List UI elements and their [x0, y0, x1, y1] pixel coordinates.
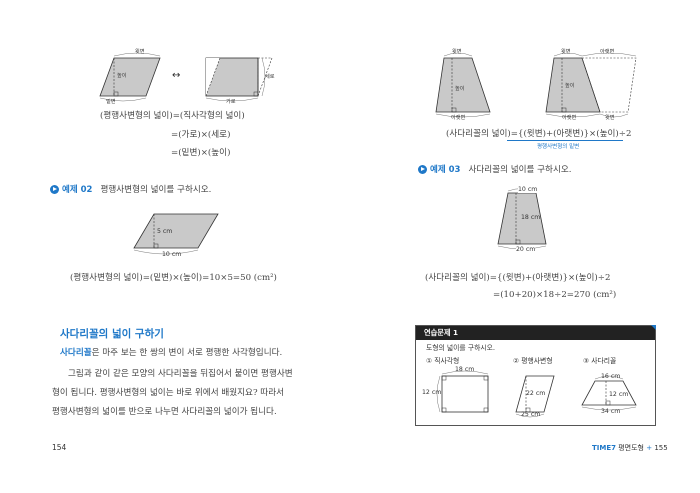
play-bullet-icon: [418, 164, 427, 174]
practice-item-1: ① 직사각형: [426, 357, 460, 365]
practice-para-base: 25 cm: [521, 411, 541, 418]
parallelogram-bottom-label: 밑변: [106, 99, 116, 105]
trapezoid-area-formula: (사다리꼴의 넓이)={(윗변)+(아랫변)}×(높이)÷2: [446, 129, 632, 139]
trapezoid2-top2-label: 아랫변: [600, 49, 615, 55]
example-03-label: 예제 03: [430, 165, 461, 175]
section-paragraph-line-4: 평행사변형의 넓이를 반으로 나누면 사다리꼴의 넓이가 됩니다.: [52, 407, 277, 417]
page-number-left: 154: [52, 443, 67, 452]
example-03-bottom-label: 20 cm: [516, 246, 536, 253]
equation-line-3: =(밑변)×(높이): [171, 148, 231, 158]
practice-item-2: ② 평행사변형: [513, 357, 553, 365]
example-03: 예제 03 사다리꼴의 넓이를 구하시오.: [418, 163, 572, 175]
parallelogram-to-rectangle-figure: [99, 52, 273, 102]
practice-figures: [436, 370, 637, 418]
example-03-height-label: 18 cm: [521, 214, 541, 221]
example-03-top-label: 10 cm: [518, 186, 538, 193]
double-arrow-icon: ↔: [172, 70, 181, 81]
example-02-text: 평행사변형의 넓이를 구하시오.: [100, 185, 212, 195]
example-03-text: 사다리꼴의 넓이를 구하시오.: [468, 165, 572, 175]
page-footer-right: TIME7 평면도형 + 155: [592, 443, 668, 453]
section-paragraph-line-1: 사다리꼴은 마주 보는 한 쌍의 변이 서로 평행한 사각형입니다.: [60, 348, 283, 358]
section-paragraph-line-2: 그림과 같이 같은 모양의 사다리꼴을 뒤집어서 붙이면 평행사변: [68, 369, 293, 379]
parallelogram-height-label: 높이: [117, 72, 127, 79]
trapezoid1-top-label: 윗변: [452, 49, 462, 55]
practice-rect-width: 18 cm: [455, 366, 475, 373]
practice-corner-mark: [651, 325, 656, 330]
equation-line-1: (평행사변형의 넓이)=(직사각형의 넓이): [100, 111, 245, 121]
section-heading: 사다리꼴의 넓이 구하기: [60, 328, 164, 340]
practice-title: 연습문제 1: [416, 326, 655, 340]
term-trapezoid: 사다리꼴: [60, 348, 92, 358]
page-number-right: 155: [654, 444, 668, 452]
formula-note: 평행사변형의 밑변: [537, 144, 580, 150]
trapezoid2-bottom2-label: 윗변: [605, 115, 615, 121]
practice-prompt: 도형의 넓이를 구하시오.: [426, 344, 496, 352]
trapezoid2-bottom-label: 아랫변: [562, 115, 577, 121]
practice-rect-height: 12 cm: [422, 389, 442, 396]
example-02-base-label: 10 cm: [162, 251, 182, 258]
trapezoid2-top-label: 윗변: [561, 49, 571, 55]
example-02: 예제 02 평행사변형의 넓이를 구하시오.: [50, 183, 211, 195]
trapezoid1-height-label: 높이: [455, 85, 465, 92]
example-02-label: 예제 02: [62, 185, 93, 195]
section-paragraph-line-3: 형이 됩니다. 평행사변형의 넓이는 바로 위에서 배웠지요? 따라서: [52, 388, 285, 398]
rectangle-bottom-label: 가로: [226, 99, 236, 105]
practice-trap-height: 12 cm: [609, 391, 629, 398]
practice-trap-top: 16 cm: [601, 373, 621, 380]
practice-para-height: 22 cm: [526, 390, 546, 397]
trapezoid1-bottom-label: 아랫변: [451, 115, 466, 121]
formula-underline: [507, 140, 623, 141]
example-02-answer: (평행사변형의 넓이)=(밑변)×(높이)=10×5=50 (cm²): [70, 273, 277, 283]
trapezoid-doubling-figure: [435, 52, 637, 118]
practice-item-3: ③ 사다리꼴: [583, 357, 617, 365]
equation-line-2: =(가로)×(세로): [171, 130, 231, 140]
example-02-height-label: 5 cm: [157, 228, 173, 235]
example-03-answer-2: =(10+20)×18÷2=270 (cm²): [493, 290, 617, 300]
trapezoid2-height-label: 높이: [565, 82, 575, 89]
play-bullet-icon: [50, 184, 59, 194]
parallelogram-top-label: 윗변: [135, 49, 145, 55]
practice-trap-base: 34 cm: [601, 408, 621, 415]
footer-time: TIME7: [592, 444, 616, 452]
example-02-parallelogram: [133, 213, 219, 255]
footer-plus: +: [646, 444, 653, 452]
example-03-answer-1: (사다리꼴의 넓이)={(윗변)+(아랫변)}×(높이)÷2: [425, 273, 611, 283]
practice-box: 연습문제 1: [415, 325, 656, 426]
rectangle-side-label: 세로: [265, 74, 275, 80]
footer-chapter: 평면도형: [618, 444, 644, 452]
